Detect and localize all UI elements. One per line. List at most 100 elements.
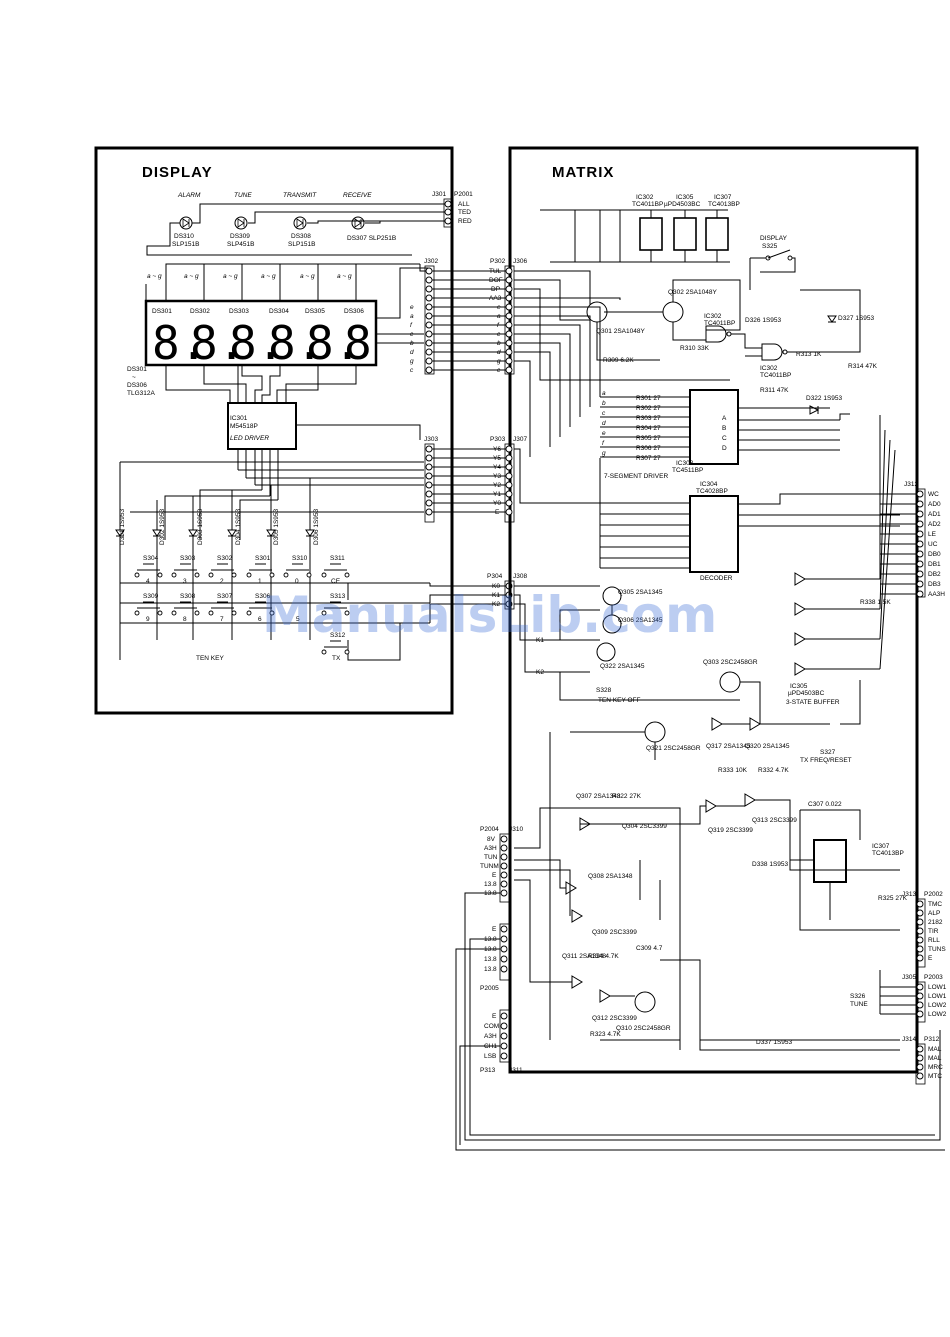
j312-pin-label: AD1 — [928, 511, 941, 518]
p304-cable — [429, 583, 506, 623]
p303-pin — [505, 508, 513, 516]
j312-pin-label: AA3H — [928, 591, 945, 598]
segment-bus-label: a ~ g — [147, 273, 162, 280]
buffer-wires — [805, 415, 896, 670]
ic305-part: µPD4503BC — [664, 201, 701, 208]
key-s302-ref: S302 — [217, 555, 233, 562]
j312-pin — [916, 490, 924, 498]
key-s301: S301 1 — [246, 555, 275, 585]
p313-pin-label: E — [492, 1013, 497, 1020]
led-ds310-part: SLP151B — [172, 241, 199, 248]
j305-pin-label: LOW2 — [928, 1011, 947, 1018]
p2005-pin-label: 13.8 — [484, 966, 497, 973]
connector-j314: J314 P312 MAL MAL MRC MTC — [902, 1036, 943, 1085]
q308-label: Q308 2SA1348 — [588, 873, 633, 880]
p302-pin-label: c — [497, 331, 501, 338]
p313-pin-label: A3H — [484, 1033, 497, 1040]
matrix-board-outline — [508, 146, 919, 1074]
buffer-gate — [794, 602, 806, 616]
p313-pin — [500, 1042, 508, 1050]
j314-pin-label: MTC — [928, 1073, 942, 1080]
j302-pin — [425, 312, 433, 320]
q310-symbol — [634, 991, 656, 1013]
ic303-name: 7-SEGMENT DRIVER — [604, 473, 668, 480]
digit-glyph: 8. — [229, 316, 284, 370]
key-s304-terminal — [157, 572, 163, 578]
p313-pin — [500, 1022, 508, 1030]
key-s307-legend: 7 — [220, 616, 224, 623]
j314-pin-label: MAL — [928, 1055, 942, 1062]
mid-transistor-wires — [549, 680, 861, 1040]
j302-pin — [425, 366, 433, 374]
j303-pin — [425, 472, 433, 480]
segment-label: a — [602, 390, 606, 397]
digit-glyph: 8 — [344, 316, 372, 370]
led-labels: ALARM TUNE TRANSMIT RECEIVE — [177, 192, 372, 199]
key-s306-legend: 6 — [258, 616, 262, 623]
ic302-gate-b — [761, 343, 783, 361]
j314-pin — [916, 1054, 924, 1062]
transistor-gate-q311 — [571, 975, 583, 989]
j305-pin — [916, 1010, 924, 1018]
key-s302: S302 2 — [208, 555, 237, 585]
buffer-gate — [794, 572, 806, 586]
r304-label: R304 27 — [636, 425, 661, 432]
digit-ref: DS306 — [344, 308, 364, 315]
j303-pin — [425, 499, 433, 507]
led-ds310-arrow — [182, 218, 190, 228]
ic307-wires — [790, 809, 900, 931]
key-s303-legend: 3 — [183, 578, 187, 585]
display-switch-label: DISPLAY — [760, 235, 788, 242]
q309-label: Q309 2SC3399 — [592, 929, 637, 936]
key-transistor-wires — [514, 585, 740, 701]
buffer-part: µPD4503BC — [788, 690, 825, 697]
j302-pin — [425, 303, 433, 311]
key-s313-contacts — [324, 601, 347, 609]
key-s302-contacts — [211, 563, 234, 571]
key-row-1: S304 4 S303 3 S302 2 S301 1 — [134, 555, 350, 585]
key-s303: S303 3 — [171, 555, 200, 585]
key-s303-terminal — [171, 572, 177, 578]
j301-ref: J301 — [432, 191, 446, 198]
connector-p313: E COM A3H CH1 LSB P313 J311 — [480, 1009, 523, 1074]
key-matrix-wires — [119, 462, 430, 661]
d327-symbol — [827, 315, 837, 323]
led-ds308: DS308 SLP151B — [288, 216, 315, 248]
r303-label: R303 27 — [636, 415, 661, 422]
display-module-body — [144, 299, 378, 367]
ic302-gate-a-part: TC4011BP — [704, 320, 735, 327]
j302-pin — [425, 348, 433, 356]
p302-pin-label: TUL — [489, 268, 502, 275]
digit-glyph: 8. — [268, 316, 323, 370]
p302-pin — [505, 285, 513, 293]
buffer-ref: IC305 — [790, 683, 808, 690]
j305-body — [915, 981, 926, 1023]
j313-pin — [916, 945, 924, 953]
ic302-gate-a-bubble — [726, 331, 732, 337]
key-s306-ref: S306 — [255, 593, 271, 600]
key-s312-terminal — [344, 649, 350, 655]
p2004-pin-label: TUNM — [480, 863, 499, 870]
key-s309: S309 9 — [134, 593, 163, 623]
d322-symbol — [809, 405, 820, 415]
ic305-ref: IC305 — [676, 194, 694, 201]
p2005-pin — [500, 965, 508, 973]
p302-pin-label: DOF — [489, 277, 503, 284]
ic307-body — [813, 839, 847, 883]
p303-pin-label: E — [495, 509, 500, 516]
p303-pin — [505, 499, 513, 507]
j312-pin — [916, 560, 924, 568]
j313-pin — [916, 909, 924, 917]
key-s308: S308 8 — [171, 593, 200, 623]
ic303-ref: IC303 — [676, 460, 694, 467]
j312-pin-label: DB0 — [928, 551, 941, 558]
j302-pin-label: f — [410, 322, 413, 329]
q301-q302-section: Q302 2SA1048Y Q301 2SA1048Y R309 6.2K R3… — [514, 270, 741, 381]
j313-ref: J313 — [902, 891, 916, 898]
ic301-name: LED DRIVER — [230, 435, 269, 442]
segment-bus-label: a ~ g — [184, 273, 199, 280]
key-s308-terminal — [194, 610, 200, 616]
p303-mate: J307 — [513, 436, 527, 443]
key-s307-terminal — [208, 610, 214, 616]
